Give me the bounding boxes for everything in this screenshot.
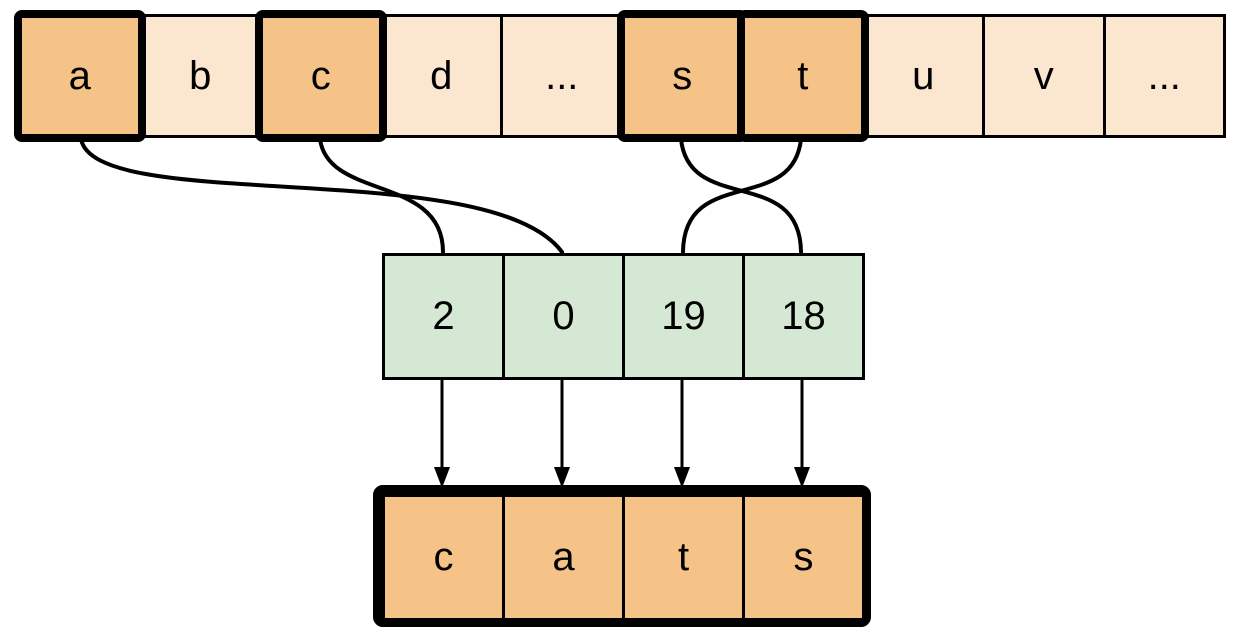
- index-cell-label: 18: [781, 294, 826, 338]
- alphabet-cell: u: [861, 14, 985, 138]
- result-cell-label: c: [433, 535, 454, 579]
- alphabet-cell-label: d: [430, 53, 453, 98]
- result-cell-label: t: [677, 535, 690, 579]
- curve-s-to-index-18: [679, 137, 803, 254]
- result-cell: c: [382, 494, 505, 621]
- alphabet-cell: v: [982, 14, 1106, 138]
- alphabet-cell-label: t: [797, 53, 809, 98]
- alphabet-cell-label: v: [1033, 53, 1054, 98]
- curve-a-to-index-0: [79, 137, 564, 254]
- result-word-frame: [373, 485, 871, 627]
- alphabet-cell-label: ...: [1147, 53, 1181, 98]
- alphabet-cell-label: ...: [545, 53, 579, 98]
- alphabet-cell: ...: [1102, 14, 1226, 138]
- index-cell-label: 2: [432, 294, 455, 338]
- index-cell-label: 0: [552, 294, 575, 338]
- arrow-index-to-result-1: [434, 379, 450, 488]
- alphabet-cell: d: [379, 14, 503, 138]
- result-cell: a: [502, 494, 625, 621]
- index-cell-label: 19: [661, 294, 706, 338]
- result-cell: s: [742, 494, 865, 621]
- index-cell: 19: [622, 253, 745, 380]
- alphabet-cell: b: [138, 14, 262, 138]
- alphabet-cell-label: a: [68, 53, 91, 98]
- curve-c-to-index-2: [318, 137, 445, 254]
- arrow-index-to-result-3: [674, 379, 690, 488]
- alphabet-cell: s: [616, 10, 748, 142]
- arrow-index-to-result-2: [554, 379, 570, 488]
- index-cell: 0: [502, 253, 625, 380]
- result-cell: t: [622, 494, 745, 621]
- alphabet-cell-label: s: [672, 53, 693, 98]
- alphabet-cell-label: b: [189, 53, 212, 98]
- alphabet-cell: t: [737, 10, 869, 142]
- result-cell-label: a: [552, 535, 575, 579]
- alphabet-cell-label: u: [912, 53, 935, 98]
- alphabet-cell: ...: [500, 14, 624, 138]
- alphabet-cell: c: [255, 10, 387, 142]
- alphabet-cell: a: [14, 10, 146, 142]
- index-cell: 18: [742, 253, 865, 380]
- alphabet-cell-label: c: [310, 53, 331, 98]
- arrow-index-to-result-4: [794, 379, 810, 488]
- curve-t-to-index-19: [681, 137, 803, 254]
- index-cell: 2: [382, 253, 505, 380]
- result-cell-label: s: [793, 535, 814, 579]
